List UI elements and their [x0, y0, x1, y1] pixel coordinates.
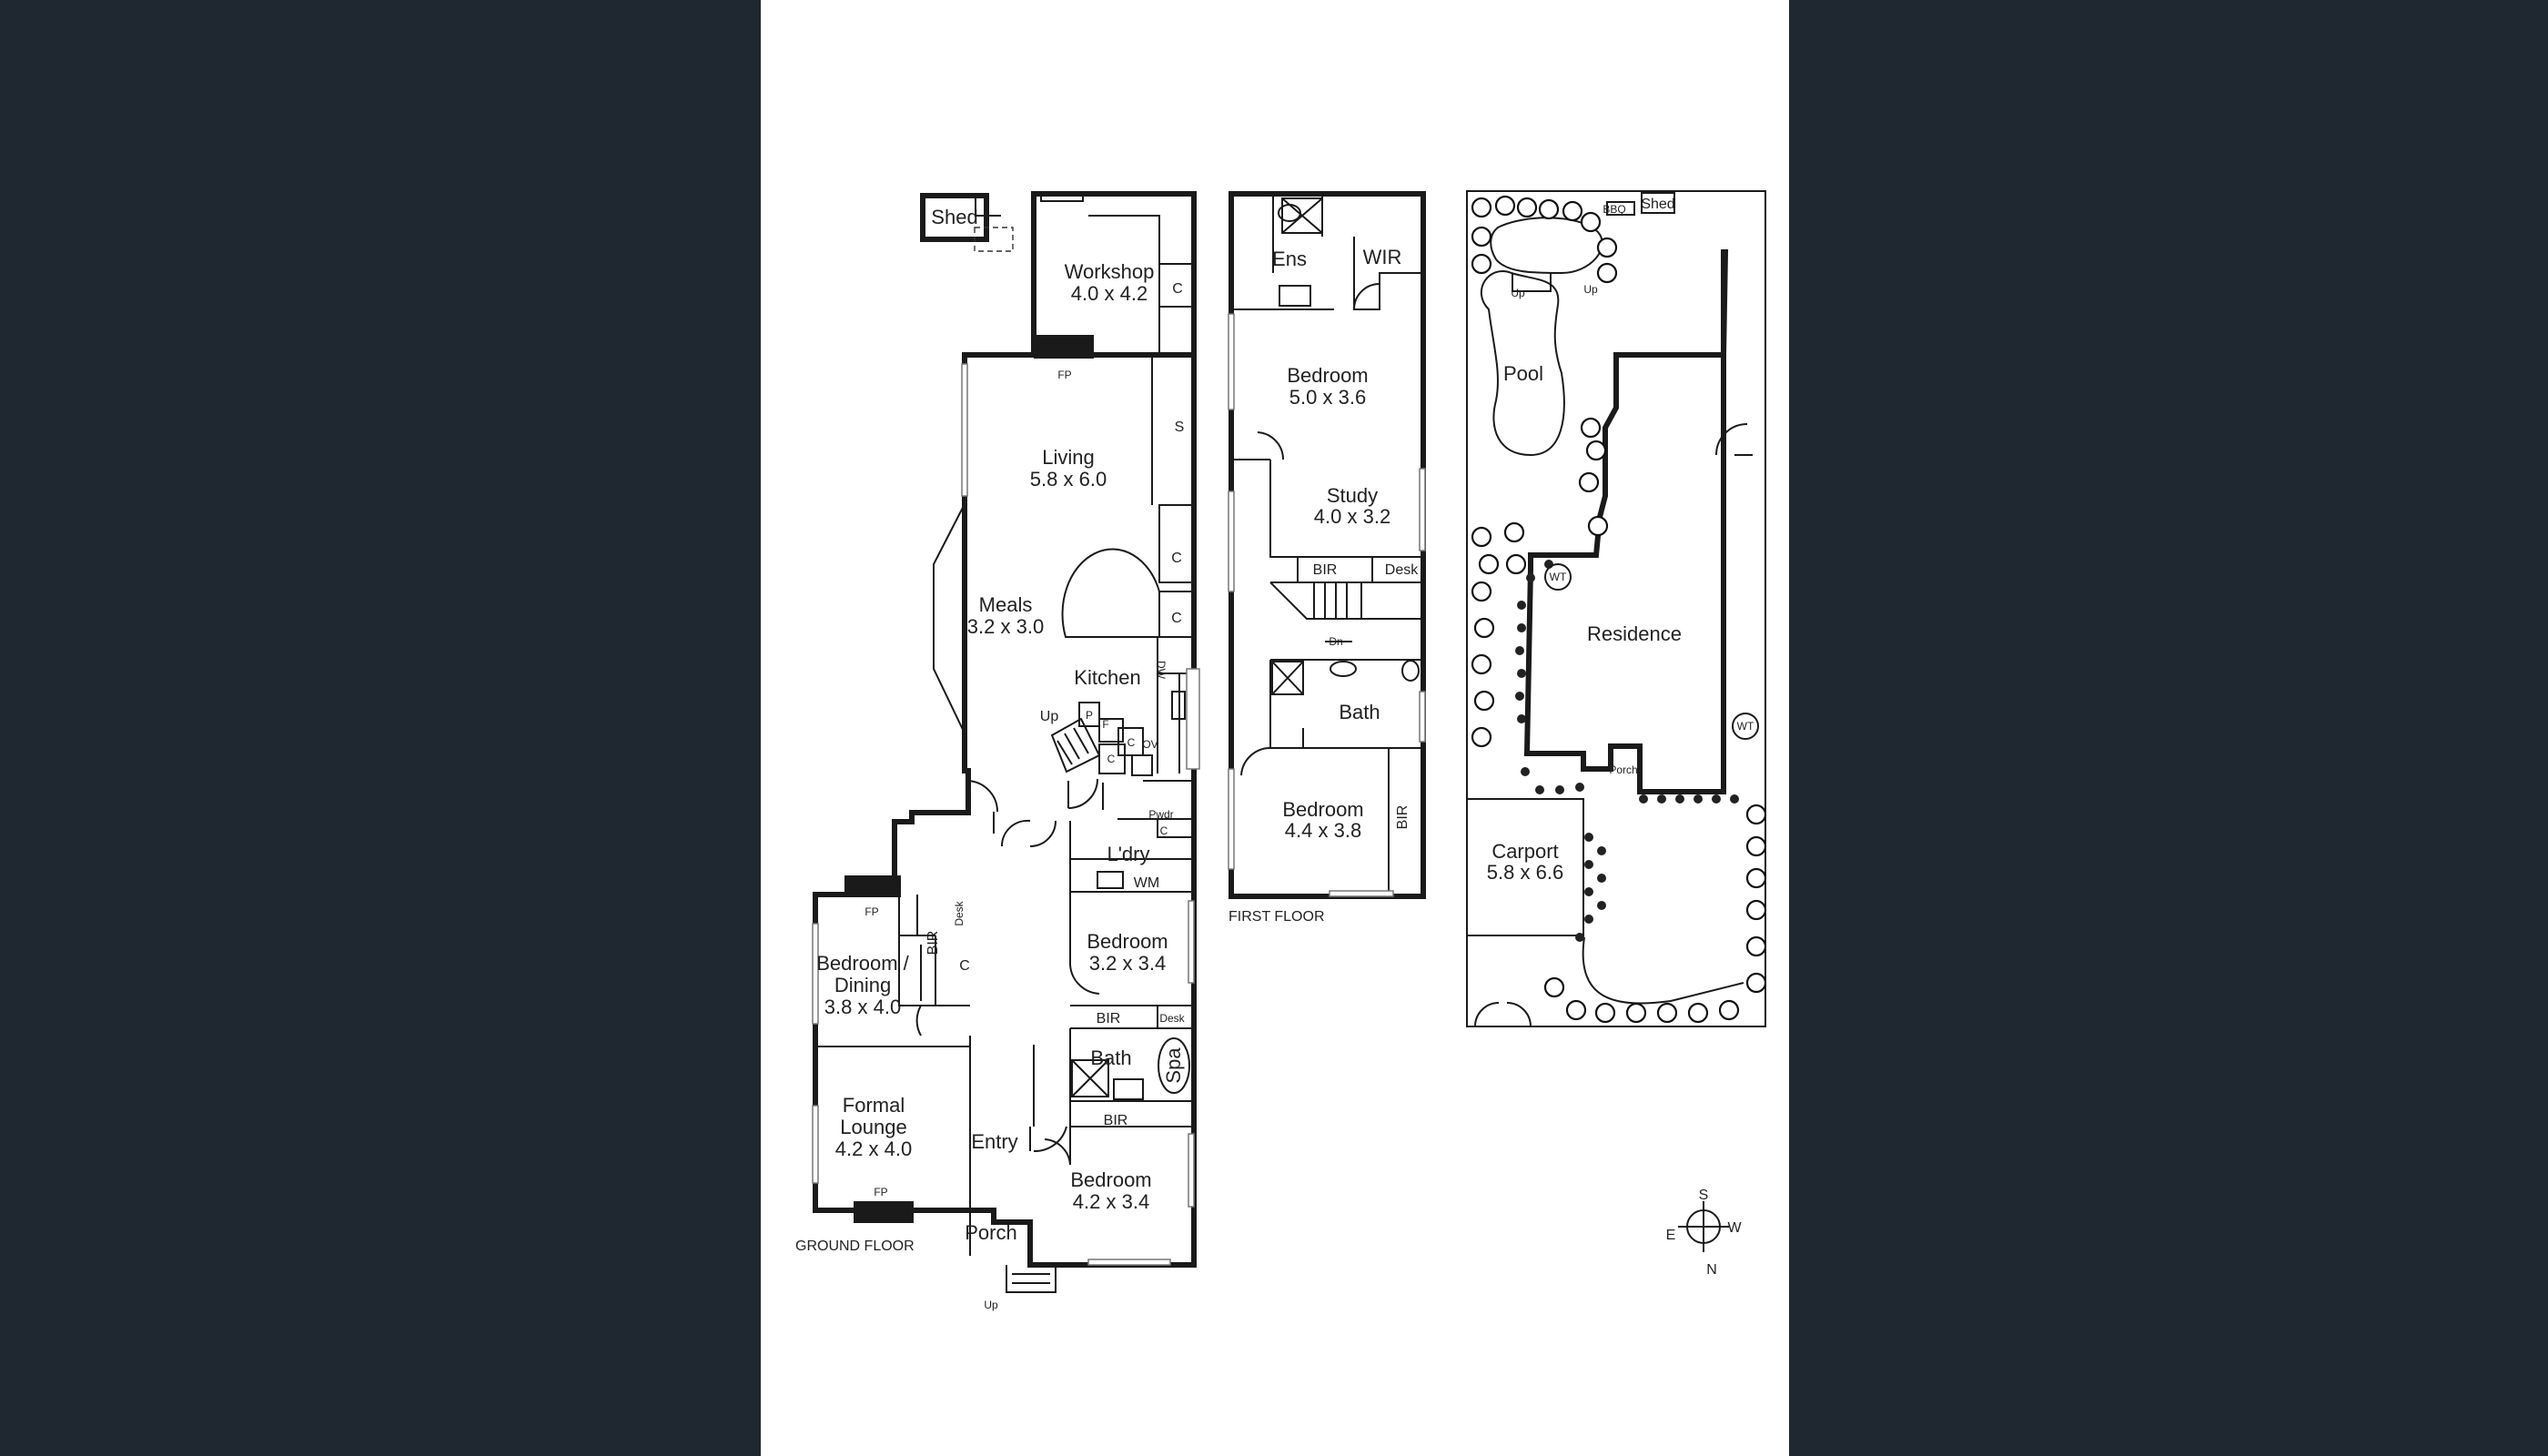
room-bedroom-5-0: Bedroom — [1287, 364, 1368, 387]
room-living: Living — [1042, 446, 1094, 469]
svg-text:C: C — [1107, 753, 1116, 765]
site-pool-label: Pool — [1503, 362, 1543, 385]
site-shed — [1641, 192, 1675, 214]
room-laundry: L'dry — [1107, 843, 1150, 865]
svg-text:Desk: Desk — [1385, 562, 1419, 578]
svg-text:OV: OV — [1142, 738, 1158, 751]
first-floor-plan: Ens WIR Bedroom 5.0 x 3.6 Study 4.0 x 3.… — [1228, 191, 1426, 925]
svg-text:4.4 x 3.8: 4.4 x 3.8 — [1285, 819, 1361, 842]
svg-text:WT: WT — [1737, 720, 1754, 733]
svg-text:Up: Up — [1511, 287, 1525, 299]
fp-label: FP — [1057, 369, 1071, 381]
room-wir: WIR — [1363, 246, 1402, 268]
svg-text:Pwdr: Pwdr — [1148, 808, 1173, 821]
room-porch: Porch — [965, 1221, 1016, 1244]
room-kitchen: Kitchen — [1074, 666, 1140, 689]
svg-text:P: P — [1086, 709, 1093, 722]
svg-text:S: S — [1175, 420, 1185, 435]
svg-text:Desk: Desk — [953, 900, 966, 925]
svg-text:4.2 x 4.0: 4.2 x 4.0 — [835, 1138, 912, 1160]
room-bedroom-dining: Bedroom / — [816, 952, 909, 975]
shed-label: Shed — [931, 206, 977, 228]
svg-text:C: C — [1172, 281, 1183, 297]
svg-text:C: C — [1171, 611, 1182, 626]
svg-text:3.2 x 3.4: 3.2 x 3.4 — [1089, 952, 1166, 975]
svg-text:Dn: Dn — [1329, 635, 1342, 648]
first-floor-outline — [1228, 191, 1426, 899]
svg-text:C: C — [1171, 551, 1182, 566]
svg-text:BIR: BIR — [1313, 562, 1338, 578]
compass-rose: S W E N — [1666, 1188, 1743, 1278]
room-bedroom-4-2: Bedroom — [1070, 1168, 1151, 1191]
svg-text:Dining: Dining — [834, 974, 891, 996]
svg-text:C: C — [1160, 824, 1168, 837]
room-study: Study — [1327, 484, 1378, 507]
svg-text:Desk: Desk — [1159, 1012, 1185, 1025]
svg-text:3.2 x 3.0: 3.2 x 3.0 — [967, 615, 1044, 638]
ground-floor-caption: GROUND FLOOR — [795, 1239, 915, 1254]
room-bath-first: Bath — [1339, 701, 1380, 723]
svg-text:Up: Up — [1583, 283, 1598, 296]
svg-text:C: C — [1127, 736, 1136, 749]
svg-text:E: E — [1666, 1228, 1676, 1243]
svg-text:4.2 x 3.4: 4.2 x 3.4 — [1073, 1190, 1149, 1213]
fireplace-workshop — [1034, 335, 1094, 359]
svg-text:S: S — [1699, 1188, 1709, 1203]
room-formal-lounge: Formal — [843, 1094, 905, 1117]
svg-text:Up: Up — [1040, 709, 1059, 724]
room-ensuite: Ens — [1272, 248, 1307, 270]
svg-text:BIR: BIR — [925, 931, 941, 956]
room-bedroom-4-4: Bedroom — [1282, 798, 1363, 821]
svg-text:Up: Up — [984, 1299, 998, 1311]
svg-text:F: F — [1102, 718, 1108, 731]
room-bath: Bath — [1090, 1046, 1131, 1069]
svg-text:3.8 x 4.0: 3.8 x 4.0 — [824, 996, 901, 1018]
svg-text:FP: FP — [864, 905, 878, 918]
fireplace-bedroom — [844, 875, 901, 897]
ground-floor-plan: Shed FP — [795, 191, 1200, 1311]
svg-text:WT: WT — [1550, 571, 1567, 583]
room-bedroom-3-2: Bedroom — [1087, 930, 1168, 953]
landscape-shrubs — [1515, 560, 1739, 942]
svg-text:WM: WM — [1134, 875, 1159, 891]
svg-text:Porch: Porch — [1609, 763, 1637, 776]
shed-outline — [920, 193, 989, 242]
svg-text:5.8 x 6.6: 5.8 x 6.6 — [1487, 861, 1563, 884]
svg-text:4.0 x 4.2: 4.0 x 4.2 — [1071, 282, 1148, 305]
landscape-trees — [1471, 195, 1767, 1024]
svg-text:Lounge: Lounge — [840, 1116, 906, 1138]
svg-text:Spa: Spa — [1162, 1047, 1185, 1084]
svg-text:BIR: BIR — [1097, 1011, 1121, 1026]
svg-text:W: W — [1727, 1220, 1742, 1236]
svg-text:DW: DW — [1155, 661, 1168, 680]
svg-text:BIR: BIR — [1104, 1113, 1128, 1128]
svg-text:4.0 x 3.2: 4.0 x 3.2 — [1314, 505, 1390, 528]
residence-outline — [1523, 249, 1729, 794]
site-plan: BBQ Shed Up Up Pool Residence WT WT Porc… — [1466, 190, 1767, 1027]
fireplace-lounge — [854, 1201, 914, 1223]
first-floor-caption: FIRST FLOOR — [1228, 909, 1325, 925]
site-residence-label: Residence — [1587, 622, 1682, 645]
svg-text:BBQ: BBQ — [1603, 203, 1625, 216]
site-boundary — [1466, 190, 1766, 1027]
svg-text:FP: FP — [874, 1186, 887, 1198]
svg-text:BIR: BIR — [1395, 805, 1410, 830]
floorplan-sheet: Shed FP — [761, 0, 1789, 1456]
floorplan-drawing: Shed FP — [795, 190, 1767, 1311]
room-meals: Meals — [979, 593, 1033, 616]
room-workshop: Workshop — [1065, 260, 1155, 283]
room-entry: Entry — [971, 1130, 1017, 1153]
site-carport-label: Carport — [1491, 840, 1558, 863]
svg-text:C: C — [959, 958, 970, 974]
site-shed-label: Shed — [1641, 197, 1674, 212]
svg-text:N: N — [1706, 1262, 1717, 1278]
svg-text:5.0 x 3.6: 5.0 x 3.6 — [1289, 386, 1366, 409]
svg-text:5.8 x 6.0: 5.8 x 6.0 — [1030, 468, 1107, 490]
